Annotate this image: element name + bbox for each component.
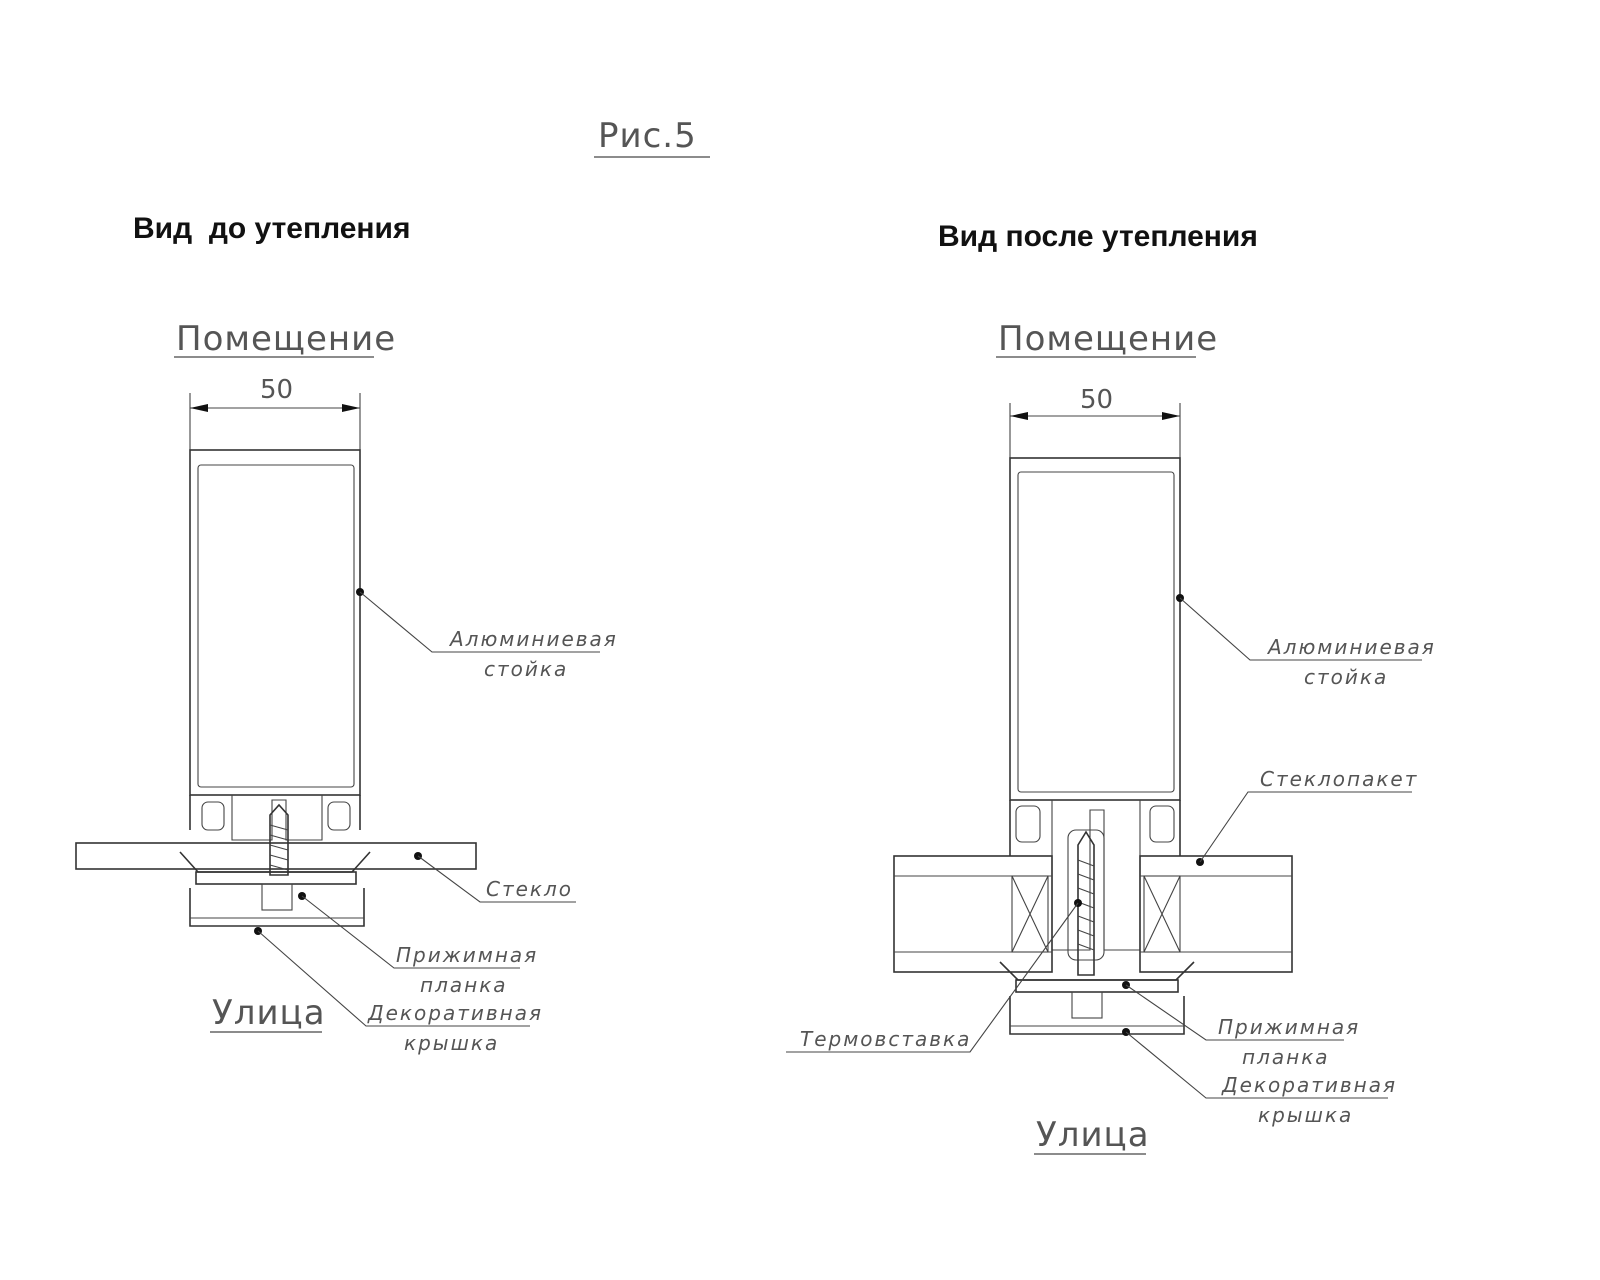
figure-label: Рис.5	[594, 116, 710, 158]
right-mullion-inner	[1017, 471, 1175, 793]
right-callout-mullion-1: Алюминиевая	[1266, 635, 1436, 659]
left-room-label: Помещение	[176, 319, 396, 359]
right-mullion	[1009, 457, 1181, 951]
figure-label-text: Рис.5	[598, 116, 697, 156]
left-callout-mullion-1: Алюминиевая	[448, 627, 618, 651]
left-leader-mullion	[359, 591, 600, 653]
left-leader-plate	[301, 895, 520, 969]
left-callout-mullion-2: стойка	[484, 657, 568, 681]
right-plate-bar	[1015, 979, 1179, 993]
left-callout-plate-2: планка	[420, 973, 508, 997]
right-callout-mullion-2: стойка	[1304, 665, 1388, 689]
right-dim-arrow-right	[1162, 412, 1180, 420]
right-mullion-sides	[1009, 800, 1181, 856]
right-callout-plate-2: планка	[1242, 1045, 1330, 1069]
right-screw-thread	[1077, 859, 1095, 951]
right-screw	[1067, 829, 1105, 976]
right-igu-right-spacer-x	[1143, 875, 1181, 953]
left-mullion-sides	[189, 795, 361, 830]
left-pressure-plate	[179, 851, 371, 911]
right-dimension: 50	[1009, 385, 1181, 458]
left-callout-cover-1: Декоративная	[367, 1001, 543, 1025]
left-glass	[75, 842, 477, 870]
right-cover-shell	[1009, 996, 1185, 1035]
right-leader-plate	[1125, 984, 1344, 1041]
right-glass-unit	[893, 855, 1293, 973]
right-mullion-channel	[1051, 800, 1141, 951]
right-screw-body	[1077, 830, 1095, 976]
left-screw-body	[269, 803, 289, 876]
right-decor-cover	[1009, 996, 1185, 1035]
right-igu-left-spacer	[1011, 875, 1049, 953]
right-callout-igu: Стеклопакет	[1260, 767, 1418, 791]
left-leader-glass	[417, 855, 576, 903]
right-leader-insert	[786, 902, 1079, 1053]
right-dim-arrow-left	[1010, 412, 1028, 420]
right-leaders	[786, 594, 1422, 1099]
right-callout-plate-1: Прижимная	[1218, 1015, 1360, 1039]
left-callout-cover-2: крышка	[404, 1031, 499, 1055]
left-callout-plate-1: Прижимная	[396, 943, 538, 967]
right-street-label: Улица	[1036, 1115, 1150, 1155]
left-decor-cover	[189, 888, 365, 927]
right-thermal-insert	[1067, 829, 1105, 961]
left-mullion-inner	[197, 464, 355, 788]
right-gasket-left	[1015, 805, 1041, 843]
left-plate-nut	[261, 883, 293, 911]
left-dim-arrow-right	[342, 404, 360, 412]
right-leader-cover	[1125, 1031, 1388, 1099]
right-plate-nut	[1071, 991, 1103, 1019]
right-igu-right	[1139, 855, 1293, 973]
right-view: Помещение 50	[786, 319, 1436, 1155]
left-mullion-channel	[231, 795, 323, 841]
left-screw	[269, 803, 289, 876]
left-mullion-outer	[189, 449, 361, 796]
right-pressure-plate	[999, 961, 1195, 1019]
right-leader-mullion	[1179, 597, 1422, 661]
left-plate-bar	[195, 871, 357, 885]
right-mullion-outer	[1009, 457, 1181, 801]
left-dim-value: 50	[260, 375, 293, 405]
left-cover-shell	[189, 888, 365, 927]
right-gasket-right	[1149, 805, 1175, 843]
left-view: Помещение 50	[75, 319, 618, 1055]
left-dim-arrow-left	[190, 404, 208, 412]
right-igu-left	[893, 855, 1053, 973]
right-igu-right-spacer	[1143, 875, 1181, 953]
left-leaders	[254, 588, 600, 1027]
right-igu-left-spacer-x	[1011, 875, 1049, 953]
left-street-label: Улица	[212, 993, 326, 1033]
left-screw-thread	[269, 824, 289, 871]
right-room-label: Помещение	[998, 319, 1218, 359]
right-callout-cover-2: крышка	[1258, 1103, 1353, 1127]
left-view-heading: Вид до утепления	[133, 212, 411, 245]
left-gasket-right	[327, 801, 351, 831]
right-dim-value: 50	[1080, 385, 1113, 415]
left-mullion	[189, 449, 361, 841]
right-callout-insert: Термовставка	[800, 1027, 971, 1051]
right-leader-igu	[1199, 791, 1412, 863]
left-gasket-left	[201, 801, 225, 831]
left-dimension: 50	[189, 375, 361, 450]
right-view-heading: Вид после утепления	[938, 220, 1258, 253]
left-leader-cover	[257, 930, 530, 1027]
left-glass-pane	[75, 842, 477, 870]
left-callout-glass: Стекло	[486, 877, 573, 901]
right-callout-cover-1: Декоративная	[1221, 1073, 1397, 1097]
